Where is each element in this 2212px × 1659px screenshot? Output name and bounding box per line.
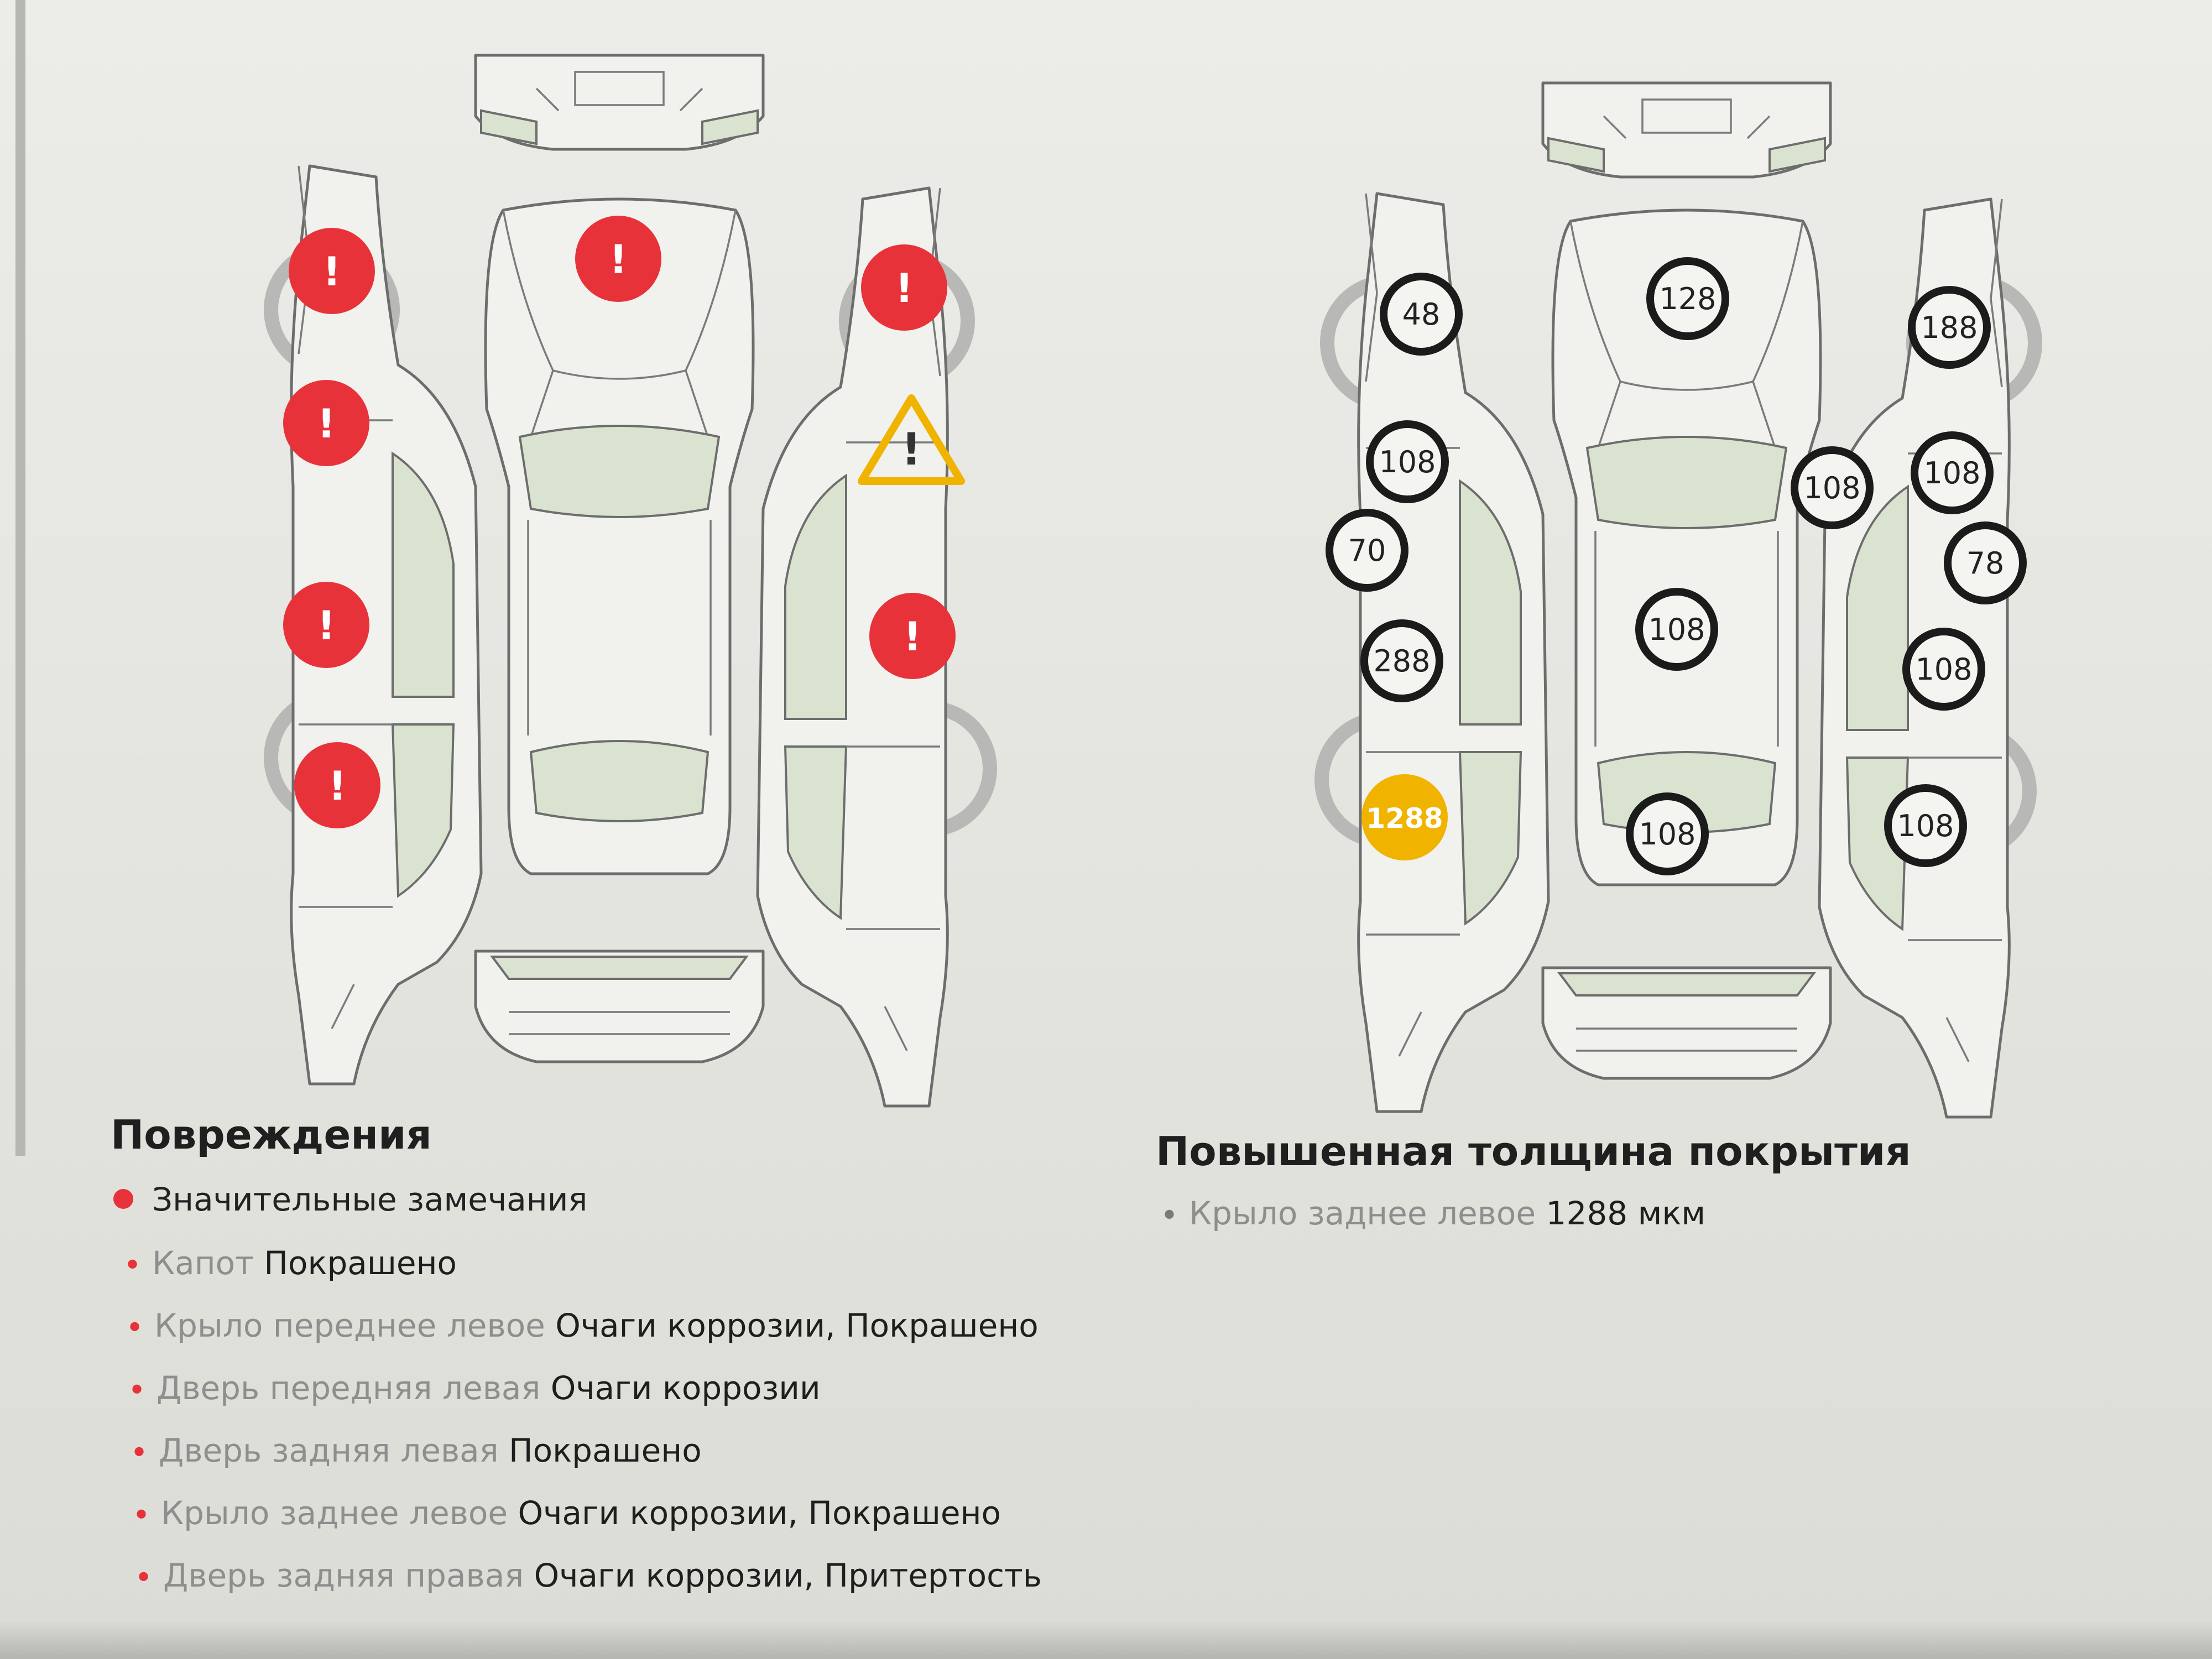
thickness-marker: 48 xyxy=(1380,273,1463,356)
thickness-marker: 128 xyxy=(1646,257,1729,340)
legend-label: Значительные замечания xyxy=(152,1181,588,1218)
coating-title: Повышенная толщина покрытия xyxy=(1156,1128,1911,1175)
thickness-car-diagram: 48 108 70 288 1288 128 108 108 108 188 108 78 108 108 xyxy=(1314,83,2042,1117)
damage-status: Покрашено xyxy=(264,1244,457,1282)
bullet-icon: • xyxy=(1160,1198,1179,1234)
thickness-marker: 288 xyxy=(1360,619,1443,702)
svg-text:!: ! xyxy=(323,248,341,295)
svg-text:108: 108 xyxy=(1639,817,1695,852)
svg-text:1288: 1288 xyxy=(1366,802,1443,834)
thickness-marker: 108 xyxy=(1791,446,1874,529)
damage-list-item: • Капот Покрашено xyxy=(123,1244,457,1284)
thickness-marker: 108 xyxy=(1902,628,1985,711)
svg-text:108: 108 xyxy=(1379,445,1436,479)
window-edge xyxy=(15,0,25,1156)
photo-shadow xyxy=(0,1620,2212,1659)
damage-part: Крыло переднее левое xyxy=(154,1307,556,1344)
damage-part: Крыло заднее левое xyxy=(161,1494,518,1532)
svg-text:188: 188 xyxy=(1921,310,1978,345)
damages-title: Повреждения xyxy=(111,1112,432,1158)
damage-part: Дверь задняя левая xyxy=(159,1432,509,1469)
thickness-marker: 188 xyxy=(1908,286,1991,369)
svg-text:78: 78 xyxy=(1966,546,2005,581)
thickness-marker: 108 xyxy=(1911,431,1994,514)
bullet-icon: • xyxy=(123,1248,142,1284)
coating-value: 1288 мкм xyxy=(1546,1194,1706,1232)
svg-text:108: 108 xyxy=(1923,456,1980,491)
damage-status: Очаги коррозии, Покрашено xyxy=(555,1307,1039,1344)
damage-marker-icon: ! xyxy=(869,593,956,679)
bullet-icon: • xyxy=(128,1373,147,1408)
svg-text:48: 48 xyxy=(1402,297,1441,332)
svg-text:!: ! xyxy=(904,613,922,660)
svg-text:!: ! xyxy=(328,763,347,809)
damage-car-diagram: !!!!!!! ! xyxy=(264,55,997,1106)
damage-part: Дверь задняя правая xyxy=(163,1557,534,1594)
thickness-marker: 78 xyxy=(1944,521,2027,604)
svg-text:!: ! xyxy=(895,265,914,311)
legend-red-dot xyxy=(113,1189,133,1209)
svg-text:108: 108 xyxy=(1897,808,1954,843)
svg-text:!: ! xyxy=(317,602,336,649)
coating-part: Крыло заднее левое xyxy=(1189,1194,1546,1232)
damage-marker-icon: ! xyxy=(861,244,947,331)
svg-text:!: ! xyxy=(317,400,336,447)
damage-marker-icon: ! xyxy=(294,742,380,828)
damage-marker-icon: ! xyxy=(289,228,375,314)
damage-list-item: • Крыло переднее левое Очаги коррозии, По… xyxy=(126,1307,1039,1346)
thickness-marker: 108 xyxy=(1884,784,1967,867)
damage-list-item: • Дверь задняя левая Покрашено xyxy=(130,1432,702,1471)
svg-text:70: 70 xyxy=(1348,533,1386,568)
svg-text:108: 108 xyxy=(1648,612,1705,647)
damage-status: Покрашено xyxy=(509,1432,702,1469)
damage-status: Очаги коррозии, Покрашено xyxy=(518,1494,1001,1532)
damage-marker-icon: ! xyxy=(283,380,369,466)
damage-status: Очаги коррозии, Притертость xyxy=(534,1557,1042,1594)
damage-status: Очаги коррозии xyxy=(550,1369,821,1407)
thickness-marker: 108 xyxy=(1626,792,1709,875)
svg-text:!: ! xyxy=(901,424,921,475)
thickness-marker: 108 xyxy=(1366,420,1449,503)
damage-list-item: • Дверь задняя правая Очаги коррозии, При… xyxy=(134,1557,1042,1596)
damage-list-item: • Крыло заднее левое Очаги коррозии, Покр… xyxy=(132,1494,1001,1533)
bullet-icon: • xyxy=(132,1498,151,1533)
warning-triangle-icon: ! xyxy=(858,394,965,485)
damage-part: Капот xyxy=(152,1244,264,1282)
svg-text:108: 108 xyxy=(1915,652,1972,687)
svg-text:!: ! xyxy=(609,236,628,283)
svg-text:108: 108 xyxy=(1803,471,1860,505)
bullet-icon: • xyxy=(126,1310,144,1346)
damage-part: Дверь передняя левая xyxy=(156,1369,551,1407)
car-diagrams: !!!!!!! ! 48 108 70 288 1288 128 108 108 108 188 1… xyxy=(264,0,2042,1134)
thickness-marker: 108 xyxy=(1635,588,1718,671)
thickness-marker: 70 xyxy=(1326,509,1408,592)
damage-marker-icon: ! xyxy=(575,216,661,302)
coating-list-item: • Крыло заднее левое 1288 мкм xyxy=(1160,1194,1706,1234)
svg-text:128: 128 xyxy=(1659,281,1716,316)
bullet-icon: • xyxy=(134,1560,153,1596)
bullet-icon: • xyxy=(130,1435,149,1471)
svg-text:288: 288 xyxy=(1373,644,1430,679)
thickness-marker: 1288 xyxy=(1361,774,1448,860)
damage-marker-icon: ! xyxy=(283,582,369,668)
damage-list-item: • Дверь передняя левая Очаги коррозии xyxy=(128,1369,821,1408)
